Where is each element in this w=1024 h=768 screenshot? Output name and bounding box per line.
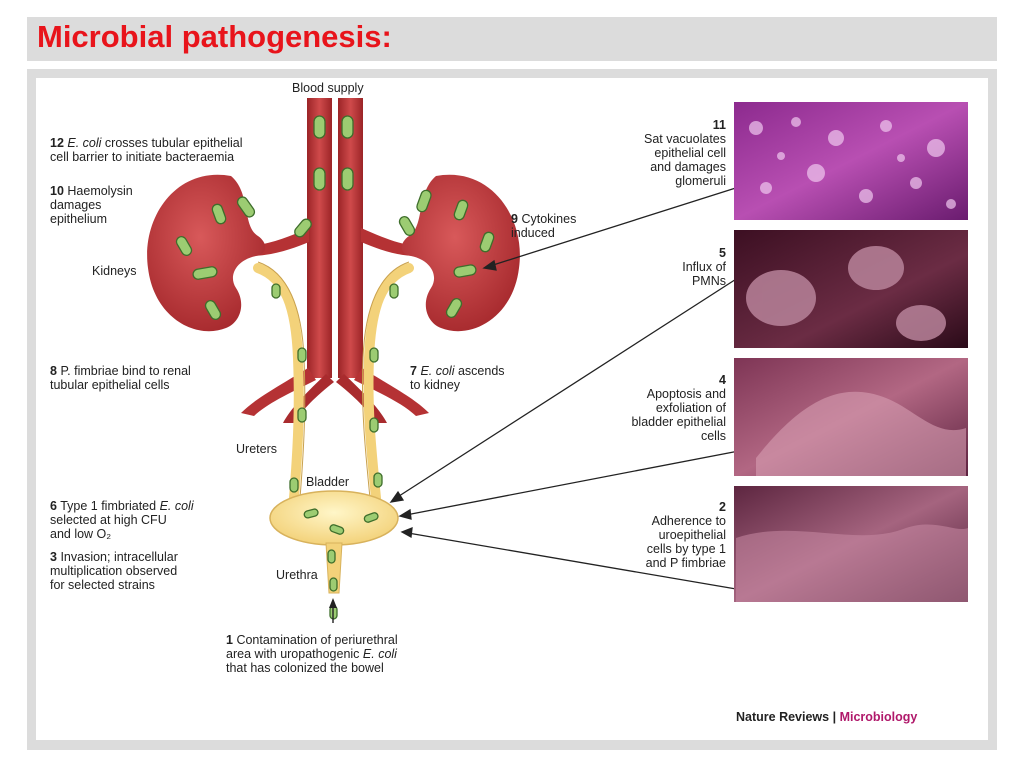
micrograph-glomeruli: [734, 102, 968, 220]
pointer-arrows: [389, 185, 745, 591]
credit-separator: |: [829, 710, 840, 724]
slide-title: Microbial pathogenesis:: [37, 19, 392, 54]
label-bladder: Bladder: [306, 475, 350, 489]
urinary-tract-diagram: [147, 98, 968, 623]
step-12: 12 E. coli crosses tubular epithelial ce…: [50, 136, 243, 164]
step-9: 9 Cytokines induced: [511, 212, 577, 240]
step-8: 8 P. fimbriae bind to renal tubular epit…: [50, 364, 191, 392]
micrograph-panels: [734, 102, 968, 602]
blood-vessels: [241, 98, 429, 423]
bladder: [269, 490, 399, 594]
vena-cava: [338, 98, 363, 378]
figure-credit: Nature Reviews | Microbiology: [736, 710, 917, 724]
title-bar: Microbial pathogenesis:: [27, 17, 997, 61]
aorta: [307, 98, 332, 378]
ureter-right: [363, 263, 414, 503]
label-blood-supply: Blood supply: [292, 81, 364, 95]
label-urethra: Urethra: [276, 568, 318, 582]
credit-publisher: Nature Reviews: [736, 710, 830, 724]
step-3: 3 Invasion; intracellular multiplication…: [50, 550, 178, 592]
label-kidneys: Kidneys: [92, 264, 137, 278]
kidneys: [147, 174, 520, 332]
entry-arrow: [329, 598, 337, 623]
step-6: 6 Type 1 fimbriated E. coli selected at …: [50, 499, 194, 541]
label-ureters: Ureters: [236, 442, 277, 456]
iliac-vessel-right-2: [336, 374, 387, 423]
step-1: 1 Contamination of periurethral area wit…: [226, 633, 398, 675]
kidney-left: [147, 174, 266, 332]
step-10: 10 Haemolysin damages epithelium: [50, 184, 133, 226]
kidney-right: [401, 174, 520, 332]
credit-journal: Microbiology: [839, 710, 918, 724]
step-7: 7 E. coli ascends to kidney: [410, 364, 505, 392]
bacteria: [175, 115, 495, 620]
figure: Blood supply Kidneys Ureters Bladder Ure…: [36, 78, 988, 740]
